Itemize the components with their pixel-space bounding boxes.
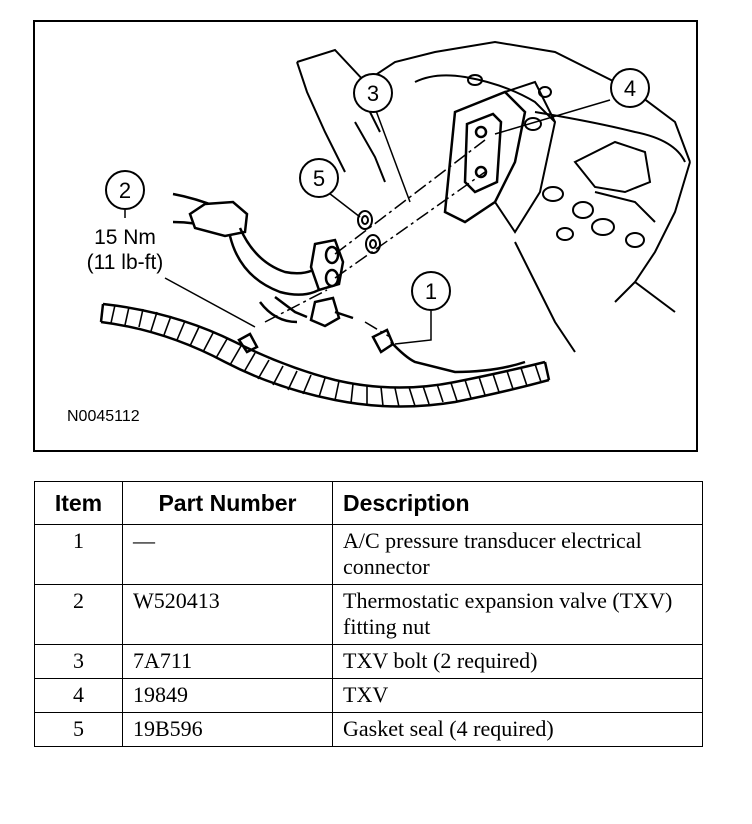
- cell-item: 5: [34, 712, 123, 747]
- diagram-frame: 1 2 3 4 5 15 Nm (11 lb-ft) N0045112: [33, 20, 698, 452]
- table-header-row: Item Part Number Description: [34, 481, 703, 525]
- callout-3: 3: [353, 73, 393, 113]
- txv-exploded-diagram: 1 2 3 4 5 15 Nm (11 lb-ft) N0045112: [67, 40, 691, 425]
- cell-description: TXV bolt (2 required): [332, 644, 703, 679]
- callout-number: 4: [624, 76, 636, 101]
- cell-part-number: —: [122, 524, 333, 585]
- txv-valve-body: [463, 112, 503, 194]
- pressure-transducer: [237, 296, 354, 354]
- callout-2: 2: [105, 170, 145, 210]
- wiring-harness: [99, 302, 551, 408]
- cell-item: 1: [34, 524, 123, 585]
- torque-value: 15 Nm: [94, 226, 156, 249]
- callout-1: 1: [411, 271, 451, 311]
- table-row: 5 19B596 Gasket seal (4 required): [34, 712, 703, 747]
- line-fitting-block: [309, 238, 345, 292]
- torque-value-alt: (11 lb-ft): [87, 251, 164, 274]
- cell-part-number: 19B596: [122, 712, 333, 747]
- cell-description: Thermostatic expansion valve (TXV) fitti…: [332, 584, 703, 645]
- cell-part-number: 19849: [122, 678, 333, 713]
- callout-number: 2: [119, 178, 131, 203]
- leader-lines: [124, 99, 611, 345]
- firewall-bulkhead: [296, 40, 691, 353]
- callout-4: 4: [610, 68, 650, 108]
- cell-description: Gasket seal (4 required): [332, 712, 703, 747]
- callout-5: 5: [299, 158, 339, 198]
- callout-number: 5: [313, 166, 325, 191]
- cell-item: 2: [34, 584, 123, 645]
- callout-number: 1: [425, 279, 437, 304]
- parts-table: Item Part Number Description 1 — A/C pre…: [34, 481, 703, 747]
- table-row: 1 — A/C pressure transducer electrical c…: [34, 524, 703, 585]
- table-row: 3 7A711 TXV bolt (2 required): [34, 644, 703, 679]
- cell-part-number: 7A711: [122, 644, 333, 679]
- header-description: Description: [332, 481, 703, 525]
- ac-line-tubes: [172, 192, 328, 324]
- header-item: Item: [34, 481, 123, 525]
- table-row: 2 W520413 Thermostatic expansion valve (…: [34, 584, 703, 645]
- cell-item: 4: [34, 678, 123, 713]
- cell-description: TXV: [332, 678, 703, 713]
- table-row: 4 19849 TXV: [34, 678, 703, 713]
- callout-number: 3: [367, 81, 379, 106]
- figure-id: N0045112: [67, 408, 140, 425]
- cell-description: A/C pressure transducer electrical conne…: [332, 524, 703, 585]
- cell-item: 3: [34, 644, 123, 679]
- cell-part-number: W520413: [122, 584, 333, 645]
- assembly-centerlines: [264, 139, 486, 338]
- gasket-seals: [357, 210, 381, 254]
- header-part-number: Part Number: [122, 481, 333, 525]
- electrical-connector: [371, 328, 526, 374]
